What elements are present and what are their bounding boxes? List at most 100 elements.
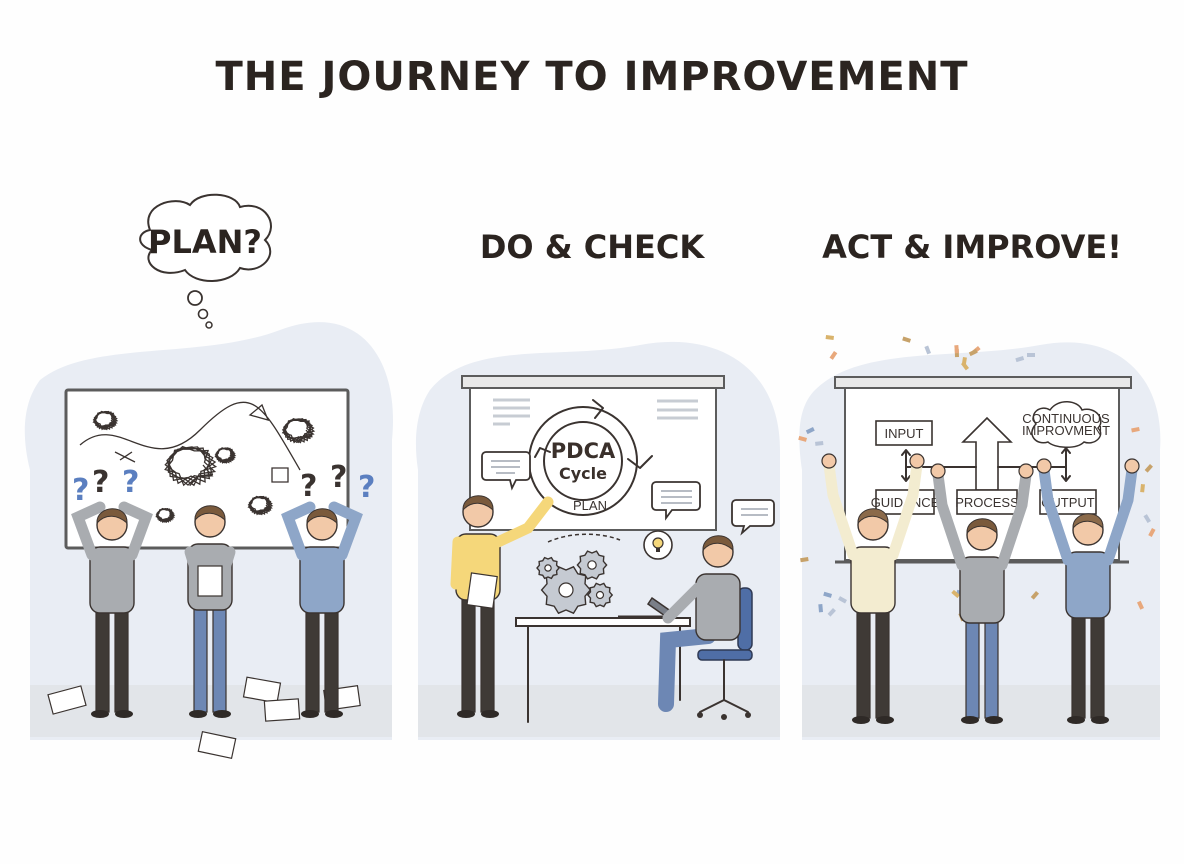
confetti-piece xyxy=(1144,464,1153,473)
person xyxy=(930,463,1034,724)
arm xyxy=(1038,464,1074,566)
arm xyxy=(996,469,1032,571)
question-mark-icon: ? xyxy=(300,469,317,504)
pdca-cycle-inner xyxy=(543,421,623,501)
paper-icon xyxy=(197,565,223,597)
gear-hub xyxy=(558,582,574,598)
paper-icon xyxy=(263,698,301,722)
hair xyxy=(702,535,734,552)
shoe xyxy=(189,710,207,718)
shoe xyxy=(325,710,343,718)
shoe xyxy=(213,710,231,718)
projector-screen-bar xyxy=(834,376,1132,389)
shoe xyxy=(985,716,1003,724)
person xyxy=(450,495,554,718)
continuous-improvement-cloud-icon xyxy=(1031,401,1102,448)
diagram-process-box xyxy=(956,489,1018,515)
pdca-step: PLAN xyxy=(573,498,607,513)
shoe xyxy=(852,716,870,724)
cycle-arrow-icon xyxy=(534,399,653,469)
hair xyxy=(966,518,998,535)
confetti-piece xyxy=(960,361,969,371)
people xyxy=(71,453,1140,724)
main-title: THE JOURNEY TO IMPROVEMENT xyxy=(216,54,969,100)
shoe xyxy=(457,710,475,718)
hand xyxy=(930,463,946,479)
legs xyxy=(658,628,716,712)
hair xyxy=(194,505,226,522)
person xyxy=(281,501,363,718)
leg xyxy=(212,605,227,713)
hand xyxy=(1036,458,1052,474)
confetti-piece xyxy=(968,348,978,357)
arm xyxy=(281,501,316,561)
panel-heading-act-improve: ACT & IMPROVE! xyxy=(822,228,1122,266)
cloud-label-line2: IMPROVMENT xyxy=(1022,423,1110,438)
hand xyxy=(1124,458,1140,474)
gears-icon xyxy=(536,550,614,615)
scribble xyxy=(92,410,119,431)
confetti-piece xyxy=(829,351,838,360)
person xyxy=(658,535,741,712)
projector-screen-bar xyxy=(461,375,725,389)
hair xyxy=(306,508,338,525)
arm xyxy=(71,501,106,561)
arm xyxy=(118,501,153,561)
confetti-piece xyxy=(823,591,832,598)
torso xyxy=(1065,551,1111,619)
shoe xyxy=(961,716,979,724)
leg xyxy=(305,608,320,713)
question-mark-icon: ? xyxy=(330,460,347,495)
leg xyxy=(875,608,890,719)
leg xyxy=(324,608,339,713)
leg xyxy=(461,595,476,713)
person xyxy=(821,453,925,724)
leg xyxy=(965,618,980,719)
shoe xyxy=(876,716,894,724)
scribble xyxy=(281,417,316,444)
confetti-piece xyxy=(1015,355,1025,363)
screen-text-lines xyxy=(493,398,698,426)
cloud-label-line1: CONTINUOUS xyxy=(1022,411,1110,426)
arm xyxy=(450,536,464,590)
torso xyxy=(850,546,896,614)
tangled-scribbles-icon: ?????? xyxy=(47,401,375,760)
question-mark-icon: ? xyxy=(92,465,109,500)
confetti-piece xyxy=(815,441,824,446)
person xyxy=(1036,458,1140,724)
question-mark-icon: ? xyxy=(122,465,139,500)
person xyxy=(71,501,153,718)
panel-heading-plan: PLAN? xyxy=(148,223,262,261)
shoe xyxy=(115,710,133,718)
confetti-piece xyxy=(954,345,959,354)
confetti-piece xyxy=(902,336,911,343)
desk xyxy=(515,617,691,723)
shoe xyxy=(301,710,319,718)
thought-bubble-icon xyxy=(187,290,203,306)
confetti-piece xyxy=(825,335,834,340)
thought-bubble-icon xyxy=(197,308,209,320)
diagram-input-label: INPUT xyxy=(885,426,924,441)
pdca-title: PDCA xyxy=(551,439,616,463)
scribble xyxy=(164,445,218,487)
confetti-piece xyxy=(1027,353,1035,357)
arm xyxy=(492,496,554,548)
torso xyxy=(695,573,741,641)
arm xyxy=(932,469,968,571)
hair xyxy=(857,508,889,525)
thought-bubble-icon xyxy=(205,321,213,329)
confetti-piece xyxy=(798,435,808,442)
confetti-piece xyxy=(838,596,847,604)
torso xyxy=(959,556,1005,624)
leg xyxy=(480,595,495,713)
floor xyxy=(802,685,1160,737)
confetti-piece xyxy=(951,589,961,599)
dashed-arrow-icon xyxy=(547,533,621,543)
shoe xyxy=(1067,716,1085,724)
confetti-piece xyxy=(1131,427,1140,433)
diagram-process-label: PROCESS xyxy=(955,495,1019,510)
hair xyxy=(462,495,494,512)
hand xyxy=(1018,463,1034,479)
gear-hub xyxy=(595,590,605,600)
